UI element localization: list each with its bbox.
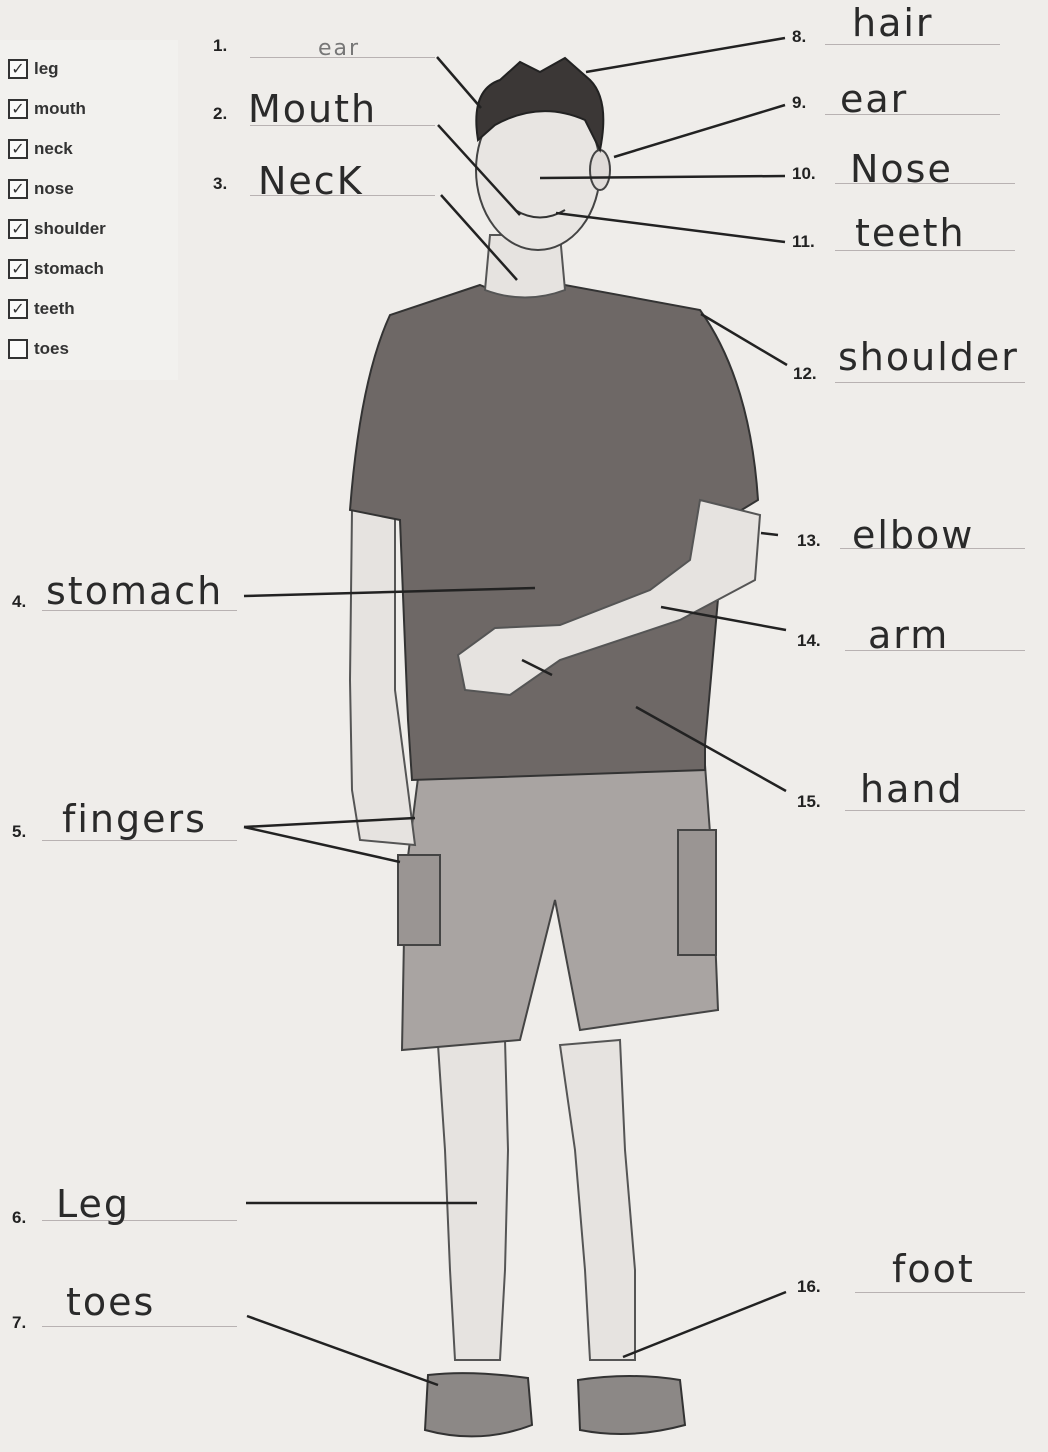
word-bank-item[interactable]: ✓ teeth [8,295,75,323]
word-bank-item[interactable]: ✓ shoulder [8,215,106,243]
label-number: 5. [12,822,26,842]
word-label: nose [34,179,74,199]
word-label: neck [34,139,73,159]
label-number: 12. [793,364,817,384]
check-mark-icon: ✓ [11,181,24,197]
shorts-pocket-right [678,830,716,955]
word-label: leg [34,59,59,79]
check-mark-icon: ✓ [11,261,24,277]
checkbox[interactable]: ✓ [8,259,28,279]
shorts [402,765,718,1050]
word-label: shoulder [34,219,106,239]
label-number: 1. [213,36,227,56]
answer-text: ear [840,80,908,118]
word-bank-item[interactable]: ✓ leg [8,55,59,83]
answer-text: Nose [850,150,953,188]
check-mark-icon: ✓ [11,301,24,317]
check-mark-icon: ✓ [11,61,24,77]
answer-line [42,1326,237,1327]
label-number: 15. [797,792,821,812]
label-number: 10. [792,164,816,184]
check-mark-icon: ✓ [11,101,24,117]
word-bank-item[interactable]: ✓ mouth [8,95,86,123]
checkbox[interactable]: ✓ [8,99,28,119]
label-number: 4. [12,592,26,612]
sandals [425,1373,685,1436]
answer-line [855,1292,1025,1293]
ear-shape [590,150,610,190]
label-number: 6. [12,1208,26,1228]
answer-text: teeth [855,214,966,252]
answer-text: Leg [56,1185,130,1223]
checkbox[interactable] [8,339,28,359]
word-label: stomach [34,259,104,279]
word-bank: ✓ leg ✓ mouth ✓ neck ✓ nose ✓ shoulder ✓ stoma… [0,40,178,380]
word-label: teeth [34,299,75,319]
answer-text: Mouth [248,90,377,128]
checkbox[interactable]: ✓ [8,299,28,319]
label-number: 2. [213,104,227,124]
answer-text: foot [892,1250,975,1288]
word-label: mouth [34,99,86,119]
label-number: 9. [792,93,806,113]
answer-text: hair [852,4,934,42]
checkbox[interactable]: ✓ [8,59,28,79]
word-bank-item[interactable]: toes [8,335,69,363]
answer-text: toes [66,1283,155,1321]
checkbox[interactable]: ✓ [8,139,28,159]
word-bank-item[interactable]: ✓ stomach [8,255,104,283]
answer-text: NecK [258,162,364,200]
check-mark-icon: ✓ [11,221,24,237]
check-mark-icon: ✓ [11,141,24,157]
label-number: 8. [792,27,806,47]
answer-text: ear [318,38,360,60]
answer-text: fingers [62,800,207,838]
label-number: 7. [12,1313,26,1333]
label-number: 11. [792,232,815,252]
label-number: 14. [797,631,821,651]
answer-text: hand [860,770,964,808]
label-number: 3. [213,174,227,194]
answer-text: stomach [46,572,223,610]
label-number: 16. [797,1277,821,1297]
answer-line [835,382,1025,383]
checkbox[interactable]: ✓ [8,179,28,199]
checkbox[interactable]: ✓ [8,219,28,239]
answer-text: elbow [852,516,974,554]
legs [438,1040,635,1360]
answer-text: arm [868,616,949,654]
answer-text: shoulder [838,338,1019,376]
word-bank-item[interactable]: ✓ neck [8,135,73,163]
label-number: 13. [797,531,821,551]
shorts-pocket-left [398,855,440,945]
word-label: toes [34,339,69,359]
word-bank-item[interactable]: ✓ nose [8,175,74,203]
